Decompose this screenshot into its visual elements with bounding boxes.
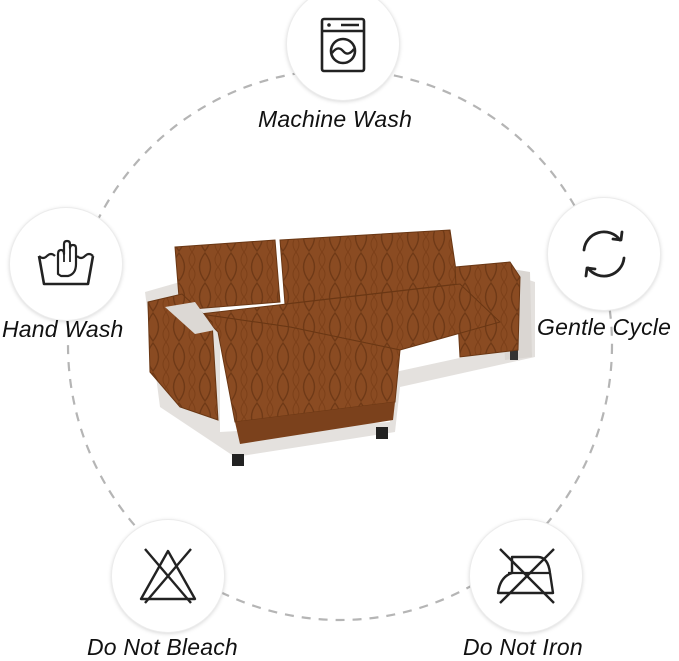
no-bleach-icon [139,548,197,604]
badge-do-not-iron [470,520,582,632]
label-gentle-cycle: Gentle Cycle [537,314,672,340]
label-do-not-iron: Do Not Iron [463,634,583,660]
label-hand-wash: Hand Wash [2,316,124,342]
no-iron-icon [496,548,555,604]
washing-machine-icon [320,17,366,73]
badge-machine-wash [287,0,399,100]
label-do-not-bleach: Do Not Bleach [87,634,238,660]
badge-gentle-cycle [548,198,660,310]
sofa-cover-image [145,229,535,466]
cycle-arrows-icon [582,230,626,278]
hand-wash-icon [37,239,95,286]
label-machine-wash: Machine Wash [258,106,413,132]
badge-hand-wash [10,208,122,320]
badge-do-not-bleach [112,520,224,632]
